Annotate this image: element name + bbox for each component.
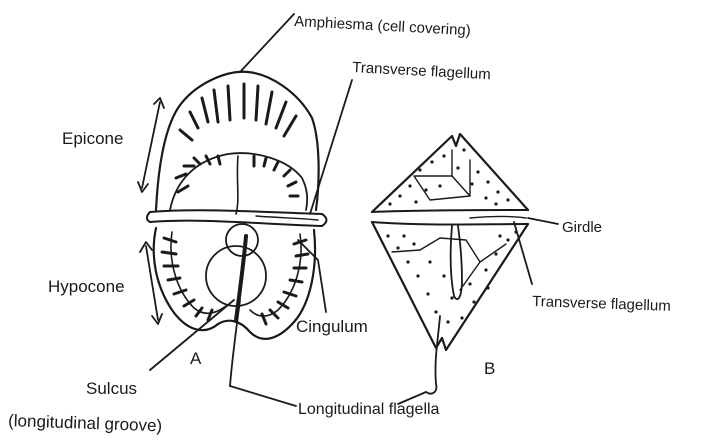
- epicone-arrow: [138, 98, 164, 192]
- sulcus-groove: [236, 236, 246, 320]
- label-panel-a: A: [190, 349, 202, 368]
- transverse-flagellum-a-path: [256, 216, 318, 220]
- cell-b-hypotheca: [372, 222, 528, 350]
- cell-b-plates: [392, 150, 506, 290]
- cingulum-band-right: [322, 214, 327, 226]
- cell-b-girdle-bottom: [372, 222, 528, 225]
- cell-a: [147, 72, 327, 386]
- transverse-flagellum-b-path: [470, 217, 526, 219]
- cell-b-sulcus: [451, 226, 462, 299]
- label-hypocone: Hypocone: [48, 277, 125, 296]
- label-epicone: Epicone: [62, 129, 123, 148]
- epicone-divider: [236, 156, 238, 214]
- longitudinal-flagellum-b: [426, 316, 440, 394]
- leader-girdle: [528, 218, 558, 224]
- cingulum-band-left: [147, 212, 150, 222]
- leader-longitudinal-flagella: [230, 386, 296, 406]
- label-cingulum: Cingulum: [296, 317, 368, 336]
- leader-transverse-flagellum-a: [310, 80, 352, 214]
- label-sulcus-sub: (longitudinal groove): [8, 411, 163, 435]
- label-transverse-flagellum-b: Transverse flagellum: [532, 293, 671, 315]
- cell-b: [372, 134, 528, 394]
- label-longitudinal-flagella: Longitudinal flagella: [298, 401, 440, 418]
- cell-b-girdle-top: [372, 210, 528, 212]
- label-amphiesma: Amphiesma (cell covering): [294, 13, 471, 39]
- label-girdle: Girdle: [562, 219, 602, 236]
- label-panel-b: B: [484, 359, 495, 378]
- hypocone-inner-line: [171, 232, 226, 313]
- leader-amphiesma: [240, 14, 294, 72]
- cell-b-epitheca: [372, 134, 528, 212]
- label-transverse-flagellum-a: Transverse flagellum: [352, 59, 491, 83]
- epicone-inner-arc: [170, 153, 307, 210]
- hypocone-striations: [162, 238, 308, 324]
- label-sulcus: Sulcus: [86, 379, 137, 398]
